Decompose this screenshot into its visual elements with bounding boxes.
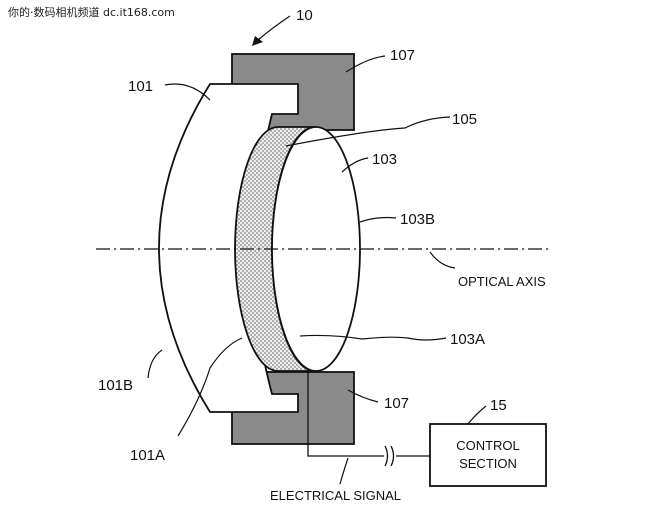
label-103b: 103B (400, 211, 435, 228)
label-103a: 103A (450, 331, 485, 348)
leader-10 (257, 15, 291, 41)
label-101: 101 (128, 78, 153, 95)
label-101b: 101B (98, 377, 133, 394)
label-103: 103 (372, 151, 397, 168)
control-section-line1: CONTROL (456, 438, 520, 453)
watermark-text: 你的·数码相机频道 dc.it168.com (8, 5, 175, 19)
signal-wire (307, 372, 384, 457)
arrowhead-10 (252, 36, 263, 46)
leader-101 (164, 83, 211, 101)
leader-electrical-signal (339, 457, 349, 485)
leader-103a (299, 334, 447, 341)
label-105: 105 (452, 111, 477, 128)
label-10: 10 (296, 7, 313, 24)
control-section-line2: SECTION (459, 456, 517, 471)
leader-105 (285, 116, 451, 147)
signal-wire-break (384, 445, 395, 467)
label-101a: 101A (130, 447, 165, 464)
leader-103b (359, 216, 397, 223)
label-107-bottom: 107 (384, 395, 409, 412)
leader-15 (467, 405, 487, 425)
leader-101a (177, 337, 243, 437)
leader-optical-axis (429, 251, 456, 269)
control-section-box (429, 423, 547, 487)
leader-107-bottom (347, 389, 379, 403)
label-107-top: 107 (390, 47, 415, 64)
label-15: 15 (490, 397, 507, 414)
label-optical-axis: OPTICAL AXIS (458, 274, 546, 289)
leader-101b (147, 349, 163, 379)
leader-103 (341, 157, 369, 173)
label-electrical-signal: ELECTRICAL SIGNAL (270, 488, 401, 503)
leader-107-top (345, 55, 386, 73)
